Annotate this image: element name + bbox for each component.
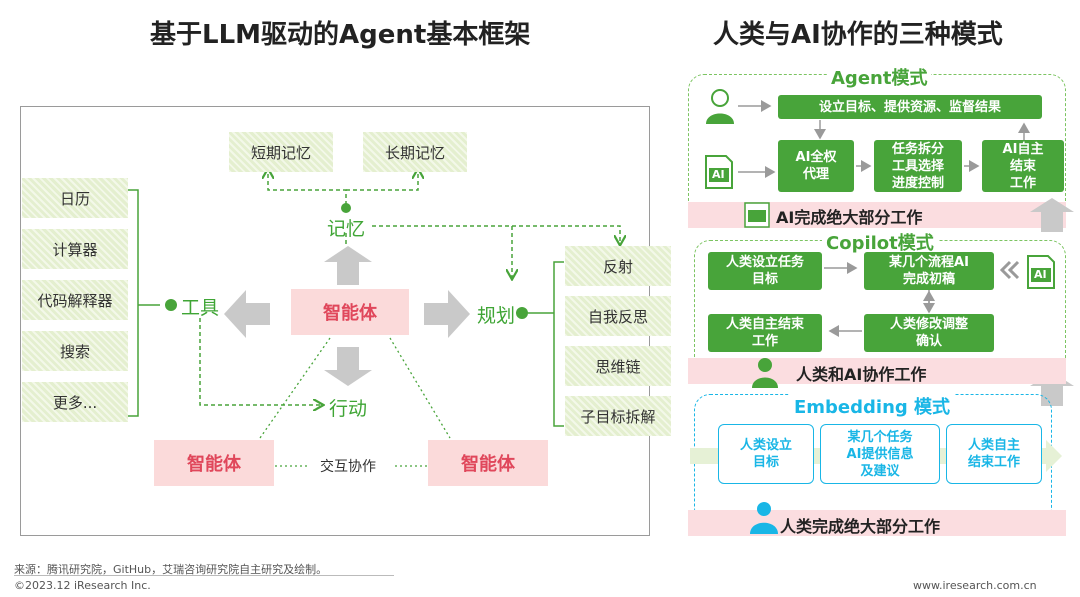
left-title: 基于LLM驱动的Agent基本框架 bbox=[150, 20, 531, 50]
agent-mode-box-1-line-2: 代理 bbox=[802, 167, 829, 182]
copilot-mode-band bbox=[688, 358, 1066, 384]
agent-mode-top-box: 设立目标、提供资源、监督结果 bbox=[778, 95, 1042, 119]
embedding-mode-title: Embedding 模式 bbox=[790, 393, 955, 419]
embedding-mode-bar-text: 人类完成绝大部分工作 bbox=[780, 517, 941, 536]
copilot-box-human-finish: 人类自主结束 工作 bbox=[708, 314, 822, 352]
embedding-box-1-line-1: 人类设立 bbox=[739, 438, 792, 453]
agent-mode-box-task-split: 任务拆分 工具选择 进度控制 bbox=[874, 140, 962, 192]
ai-badge-icon bbox=[744, 202, 770, 228]
copilot-box-2-line-1: 某几个流程AI bbox=[889, 255, 969, 270]
plan-item-reflection: 反射 bbox=[565, 246, 671, 286]
copyright: ©2023.12 iResearch Inc. bbox=[14, 579, 151, 592]
agent-mode-title: Agent模式 bbox=[827, 64, 932, 90]
agent-mode-box-3-line-3: 工作 bbox=[1009, 175, 1036, 191]
embedding-box-human-finish: 人类自主 结束工作 bbox=[946, 424, 1042, 484]
embedding-box-2-line-1: 某几个任务 bbox=[847, 429, 913, 445]
right-title: 人类与AI协作的三种模式 bbox=[713, 20, 1003, 50]
tool-item-calendar: 日历 bbox=[22, 178, 128, 218]
copilot-box-3-line-2: 工作 bbox=[751, 334, 778, 349]
copilot-box-human-revise: 人类修改调整 确认 bbox=[864, 314, 994, 352]
website: www.iresearch.com.cn bbox=[913, 579, 1037, 592]
tools-label: 工具 bbox=[181, 297, 220, 319]
person-badge-icon bbox=[750, 356, 780, 388]
tool-item-code-interpreter: 代码解释器 bbox=[22, 280, 128, 320]
copilot-box-4-line-2: 确认 bbox=[915, 334, 942, 349]
embedding-box-ai-suggestions: 某几个任务 AI提供信息 及建议 bbox=[820, 424, 940, 484]
agent-right-box: 智能体 bbox=[428, 440, 548, 486]
embedding-box-2-line-2: AI提供信息 bbox=[846, 446, 914, 462]
copilot-box-human-set-goal: 人类设立任务 目标 bbox=[708, 252, 822, 290]
agent-mode-box-ai-autonomous-finish: AI自主 结束 工作 bbox=[982, 140, 1064, 192]
plan-item-self-critique: 自我反思 bbox=[565, 296, 671, 336]
person-badge-blue-icon bbox=[748, 500, 780, 534]
copilot-box-2-line-2: 完成初稿 bbox=[902, 272, 955, 287]
embedding-box-1-line-2: 目标 bbox=[752, 455, 779, 470]
copilot-box-3-line-1: 人类自主结束 bbox=[725, 317, 804, 332]
copilot-box-1-line-1: 人类设立任务 bbox=[725, 255, 804, 270]
agent-mode-box-1-line-1: AI全权 bbox=[795, 150, 837, 165]
copilot-mode-bar-text: 人类和AI协作工作 bbox=[796, 365, 927, 384]
person-icon bbox=[704, 88, 736, 124]
interaction-label: 交互协作 bbox=[320, 459, 376, 475]
long-term-memory-box: 长期记忆 bbox=[363, 132, 467, 172]
agent-mode-bar-text: AI完成绝大部分工作 bbox=[776, 208, 923, 227]
agent-mode-box-ai-full-proxy: AI全权 代理 bbox=[778, 140, 854, 192]
embedding-box-human-set-goal: 人类设立 目标 bbox=[718, 424, 814, 484]
copilot-box-1-line-2: 目标 bbox=[751, 272, 778, 287]
ai-document-icon-text: AI bbox=[712, 168, 725, 181]
embedding-box-3-line-1: 人类自主 bbox=[967, 438, 1020, 453]
tool-item-more: 更多... bbox=[22, 382, 128, 422]
agent-mode-box-2-line-3: 进度控制 bbox=[891, 175, 944, 191]
embedding-box-2-line-3: 及建议 bbox=[860, 463, 900, 479]
plan-item-chain-of-thought: 思维链 bbox=[565, 346, 671, 386]
agent-center-box: 智能体 bbox=[291, 289, 409, 335]
agent-mode-box-2-line-2: 工具选择 bbox=[891, 158, 944, 174]
action-label: 行动 bbox=[329, 398, 368, 420]
plan-item-subgoal-decomposition: 子目标拆解 bbox=[565, 396, 671, 436]
copilot-box-4-line-1: 人类修改调整 bbox=[889, 317, 968, 332]
agent-left-box: 智能体 bbox=[154, 440, 274, 486]
tool-item-calculator: 计算器 bbox=[22, 229, 128, 269]
memory-label: 记忆 bbox=[327, 218, 366, 240]
agent-mode-box-3-line-1: AI自主 bbox=[1002, 141, 1044, 157]
ai-document-icon: AI bbox=[704, 154, 734, 190]
agent-mode-box-2-line-1: 任务拆分 bbox=[891, 141, 944, 157]
copilot-mode-title: Copilot模式 bbox=[822, 229, 938, 255]
source-note: 来源：腾讯研究院，GitHub，艾瑞咨询研究院自主研究及绘制。 bbox=[14, 563, 328, 576]
copilot-ai-icon-text: AI bbox=[1034, 268, 1047, 281]
agent-mode-box-3-line-2: 结束 bbox=[1009, 158, 1036, 174]
footer-divider bbox=[14, 575, 394, 576]
planning-label: 规划 bbox=[477, 305, 516, 327]
tool-item-search: 搜索 bbox=[22, 331, 128, 371]
copilot-ai-document-icon: AI bbox=[1026, 254, 1056, 290]
copilot-box-ai-first-draft: 某几个流程AI 完成初稿 bbox=[864, 252, 994, 290]
short-term-memory-box: 短期记忆 bbox=[229, 132, 333, 172]
embedding-box-3-line-2: 结束工作 bbox=[967, 455, 1020, 470]
